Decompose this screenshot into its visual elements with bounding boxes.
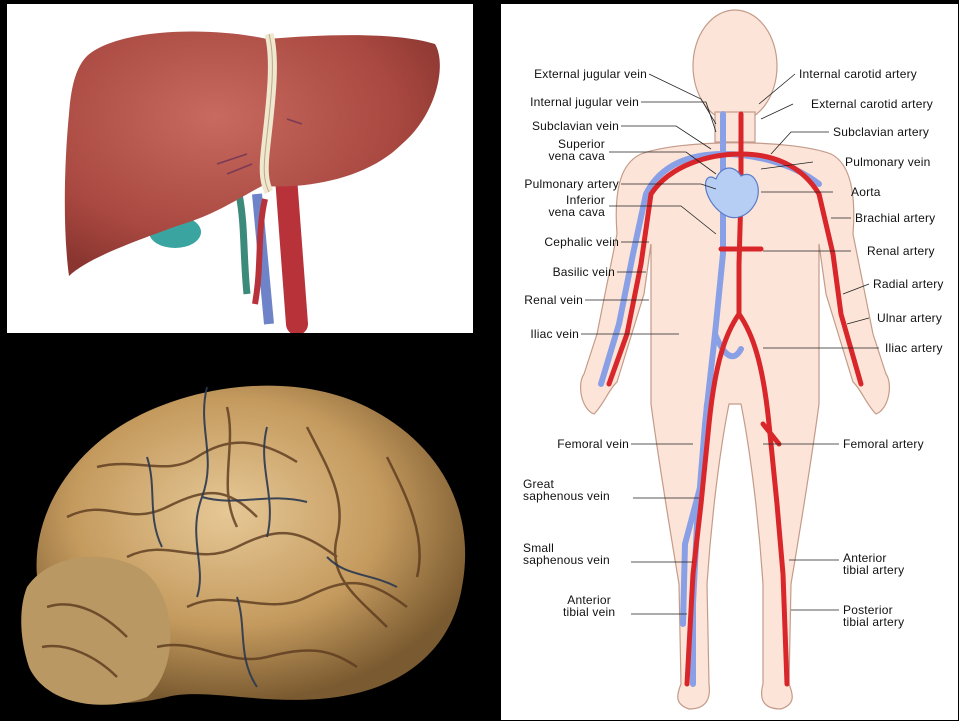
- label-external-carotid-artery: External carotid artery: [811, 98, 933, 110]
- label-renal-artery: Renal artery: [867, 245, 935, 257]
- liver-illustration: [7, 4, 473, 333]
- label-anterior-tibial-artery: Anterior tibial artery: [843, 552, 904, 576]
- label-pulmonary-vein: Pulmonary vein: [845, 156, 931, 168]
- label-femoral-vein: Femoral vein: [505, 438, 629, 450]
- label-small-saphenous-vein: Small saphenous vein: [523, 542, 610, 566]
- label-renal-vein: Renal vein: [505, 294, 583, 306]
- label-pulmonary-artery: Pulmonary artery: [505, 178, 619, 190]
- label-iliac-vein: Iliac vein: [505, 328, 579, 340]
- label-internal-carotid-artery: Internal carotid artery: [799, 68, 917, 80]
- label-great-saphenous-vein: Great saphenous vein: [523, 478, 610, 502]
- label-iliac-artery: Iliac artery: [885, 342, 943, 354]
- label-inferior-vena-cava: Inferior vena cava: [531, 194, 605, 218]
- label-femoral-artery: Femoral artery: [843, 438, 924, 450]
- label-cephalic-vein: Cephalic vein: [505, 236, 619, 248]
- label-radial-artery: Radial artery: [873, 278, 944, 290]
- label-basilic-vein: Basilic vein: [505, 266, 615, 278]
- label-posterior-tibial-artery: Posterior tibial artery: [843, 604, 904, 628]
- label-brachial-artery: Brachial artery: [855, 212, 935, 224]
- label-external-jugular-vein: External jugular vein: [509, 68, 647, 80]
- brain-photo: [7, 367, 473, 718]
- label-subclavian-artery: Subclavian artery: [833, 126, 929, 138]
- label-aorta: Aorta: [851, 186, 881, 198]
- label-subclavian-vein: Subclavian vein: [505, 120, 619, 132]
- label-anterior-tibial-vein: Anterior tibial vein: [563, 594, 615, 618]
- label-internal-jugular-vein: Internal jugular vein: [501, 96, 639, 108]
- label-superior-vena-cava: Superior vena cava: [529, 138, 605, 162]
- label-ulnar-artery: Ulnar artery: [877, 312, 942, 324]
- circulatory-diagram: External jugular vein Internal jugular v…: [501, 4, 958, 720]
